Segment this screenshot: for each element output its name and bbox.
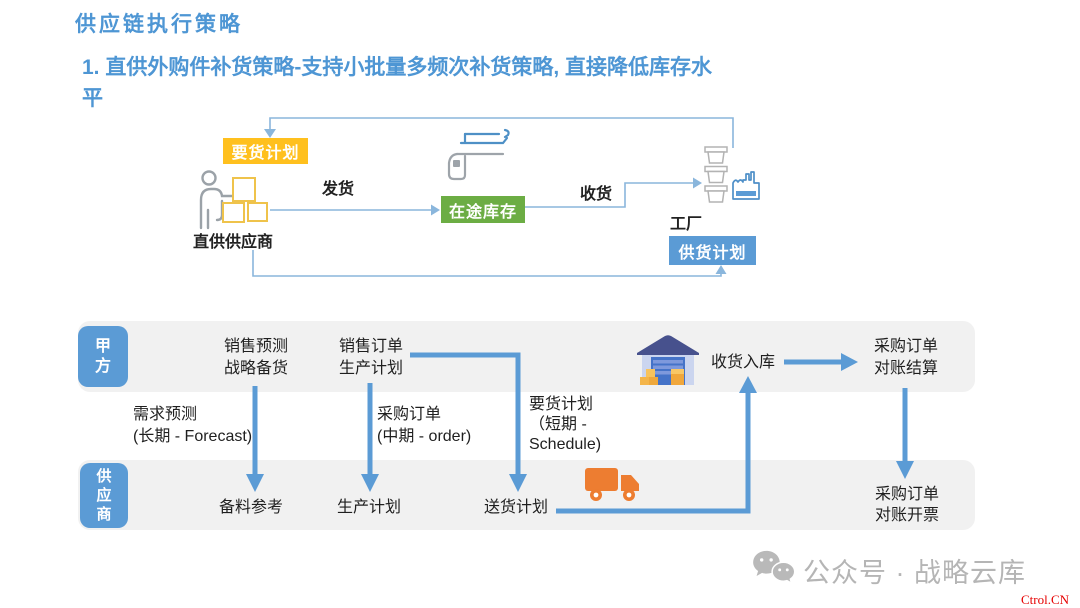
sales-order-text: 销售订单 生产计划 bbox=[332, 336, 410, 380]
receiving-label: 收货入库 bbox=[711, 354, 776, 371]
section-subtitle: 1. 直供外购件补货策略-支持小批量多频次补货策略, 直接降低库存水平 bbox=[82, 56, 713, 110]
text-line: 对账开票 bbox=[874, 507, 939, 524]
ship-label: 发货 bbox=[322, 181, 355, 198]
supply-plan-box: 供货计划 bbox=[669, 236, 756, 265]
lane-tag-line: 商 bbox=[96, 506, 112, 523]
material-ref-label: 备料参考 bbox=[219, 499, 284, 516]
delivery-truck-icon bbox=[583, 464, 645, 506]
factory-icon bbox=[731, 170, 761, 202]
watermark: Ctrol.CN bbox=[1021, 592, 1070, 607]
text-line: 采购订单 bbox=[874, 486, 939, 503]
sales-forecast-text: 销售预测 战略备货 bbox=[210, 336, 302, 380]
production-plan-label: 生产计划 bbox=[337, 499, 402, 516]
text-line: 生产计划 bbox=[338, 360, 403, 377]
supplier-label: 直供供应商 bbox=[193, 234, 274, 251]
delivery-plan-label: 送货计划 bbox=[484, 499, 549, 516]
page-title: 供应链执行策略 bbox=[75, 13, 243, 36]
text-line: (中期 - order) bbox=[377, 428, 472, 445]
text-line: 对账结算 bbox=[873, 360, 938, 377]
lane-supplier-tag: 供 应 商 bbox=[80, 463, 128, 528]
po-invoice-text: 采购订单 对账开票 bbox=[867, 484, 947, 526]
transit-stock-box: 在途库存 bbox=[441, 196, 525, 223]
text-line: 销售订单 bbox=[338, 338, 403, 355]
text-line: (长期 - Forecast) bbox=[133, 428, 253, 445]
truck-outline-icon bbox=[443, 126, 513, 182]
text-line: 要货计划 bbox=[529, 396, 594, 413]
text-line: 销售预测 bbox=[223, 338, 288, 355]
purchase-order-text: 采购订单 (中期 - order) bbox=[377, 404, 471, 448]
lane-supplier-band bbox=[78, 460, 975, 530]
text-line: 采购订单 bbox=[873, 338, 938, 355]
receive-label: 收货 bbox=[580, 186, 613, 203]
warehouse-icon bbox=[636, 333, 700, 387]
text-line: 采购订单 bbox=[377, 406, 442, 423]
lane-party-a-band bbox=[78, 321, 975, 392]
text-line: （短期 - bbox=[529, 416, 587, 433]
lane-tag-line: 应 bbox=[96, 487, 112, 504]
factory-label: 工厂 bbox=[670, 216, 703, 233]
lane-tag-line: 方 bbox=[94, 357, 111, 375]
footer-brand: 公众号 · 战略云库 bbox=[803, 558, 1026, 588]
text-line: 战略备货 bbox=[223, 360, 288, 377]
text-line: 需求预测 bbox=[133, 406, 198, 423]
lane-tag-line: 供 bbox=[96, 468, 112, 485]
demand-plan-box: 要货计划 bbox=[223, 138, 308, 164]
po-settlement-text: 采购订单 对账结算 bbox=[866, 336, 946, 380]
box-icon bbox=[232, 177, 256, 202]
text-line: Schedule) bbox=[529, 436, 602, 453]
box-icon bbox=[222, 202, 245, 223]
lane-tag-line: 甲 bbox=[94, 337, 111, 355]
lane-party-a-tag: 甲 方 bbox=[78, 326, 128, 387]
wechat-icon bbox=[752, 549, 796, 585]
person-icon bbox=[196, 170, 236, 230]
demand-forecast-text: 需求预测 (长期 - Forecast) bbox=[133, 404, 252, 448]
schedule-text: 要货计划 （短期 - Schedule) bbox=[529, 395, 601, 455]
bins-icon bbox=[703, 146, 730, 204]
box-icon bbox=[247, 202, 268, 222]
